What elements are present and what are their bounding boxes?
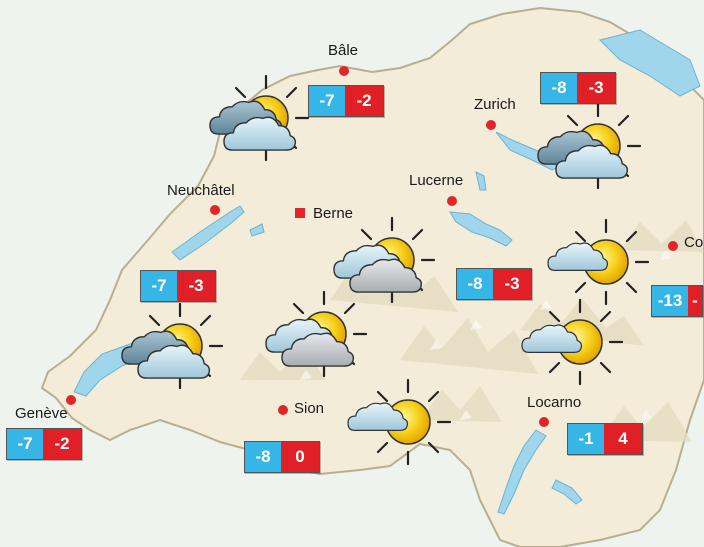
city-dot-geneve [66, 395, 76, 405]
temp-box-sion: -8 0 [244, 441, 320, 473]
temp-max-bale: -2 [345, 86, 383, 116]
temp-max-neuchatel: -3 [177, 271, 215, 301]
temp-max-geneve: -2 [43, 429, 81, 459]
temp-min-locarno: -1 [568, 424, 604, 454]
temp-min-zurich: -8 [541, 73, 577, 103]
temp-max-chur: - [688, 286, 702, 316]
temp-min-chur: -13 [652, 286, 688, 316]
city-dot-sion [278, 405, 288, 415]
temp-min-neuchatel: -7 [141, 271, 177, 301]
city-label-chur: Co [684, 234, 704, 251]
city-label-geneve: Genève [15, 405, 68, 422]
temp-box-lucerne: -8 -3 [456, 268, 532, 300]
city-dot-zurich [486, 120, 496, 130]
city-label-berne: Berne [313, 205, 354, 222]
city-label-sion: Sion [294, 400, 325, 417]
temp-box-zurich: -8 -3 [540, 72, 616, 104]
temp-max-locarno: 4 [604, 424, 642, 454]
capital-marker-berne [295, 208, 305, 218]
temp-min-sion: -8 [245, 442, 281, 472]
city-label-locarno: Locarno [527, 394, 582, 411]
temp-box-locarno: -1 4 [567, 423, 643, 455]
city-label-zurich: Zurich [474, 96, 516, 113]
city-dot-chur [668, 241, 678, 251]
temp-max-zurich: -3 [577, 73, 615, 103]
temp-box-chur: -13 - [651, 285, 703, 317]
temp-min-bale: -7 [309, 86, 345, 116]
temp-box-neuchatel: -7 -3 [140, 270, 216, 302]
city-label-neuchatel: Neuchâtel [167, 182, 235, 199]
temp-min-lucerne: -8 [457, 269, 493, 299]
temp-min-geneve: -7 [7, 429, 43, 459]
temp-max-sion: 0 [281, 442, 319, 472]
city-dot-locarno [539, 417, 549, 427]
temp-max-lucerne: -3 [493, 269, 531, 299]
city-label-lucerne: Lucerne [409, 172, 464, 189]
temp-box-bale: -7 -2 [308, 85, 384, 117]
city-dot-lucerne [447, 196, 457, 206]
city-dot-neuchatel [210, 205, 220, 215]
city-label-bale: Bâle [328, 42, 359, 59]
city-dot-bale [339, 66, 349, 76]
temp-box-geneve: -7 -2 [6, 428, 82, 460]
